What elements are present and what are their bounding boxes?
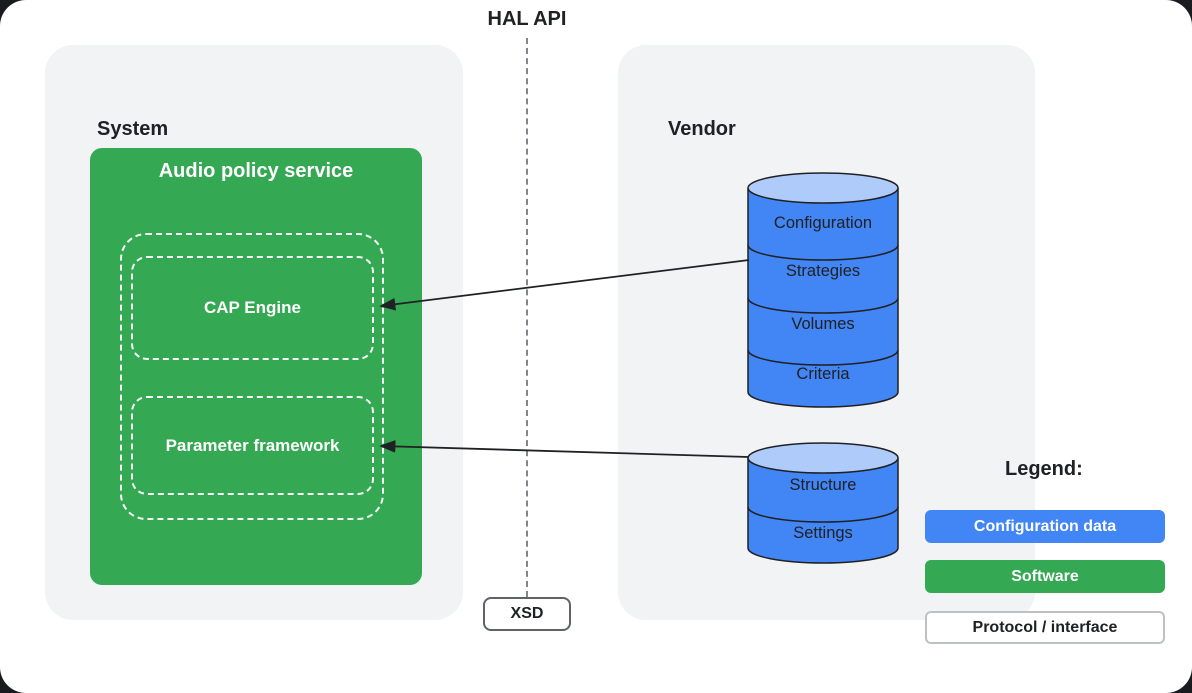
vendor-label: Vendor [668, 118, 736, 140]
audio-policy-service-label: Audio policy service [158, 160, 354, 182]
config-db-segment-label: Criteria [796, 365, 850, 383]
config-db-segment-label: Volumes [791, 315, 855, 333]
parameter-framework-box: Parameter framework [131, 396, 374, 495]
legend-item-label: Software [1011, 567, 1079, 585]
xsd-label: XSD [510, 605, 544, 622]
engines-group-outline [120, 233, 384, 520]
settings-db-segment-label: Settings [793, 524, 853, 542]
legend-item-protocol-interface: Protocol / interface [925, 611, 1165, 644]
hal-api-label: HAL API [487, 8, 567, 30]
system-label: System [97, 118, 169, 140]
audio-policy-service-box: Audio policy service CAP Engine Paramete… [90, 148, 422, 585]
legend-item-label: Protocol / interface [972, 618, 1118, 636]
legend-item-label: Configuration data [973, 517, 1117, 535]
settings-db-segment-label: Structure [789, 476, 857, 494]
legend-item-software: Software [925, 560, 1165, 593]
xsd-box: XSD [483, 597, 571, 631]
hal-api-dashed-line [526, 38, 528, 597]
legend-item-configuration-data: Configuration data [925, 510, 1165, 543]
config-db-segment-label: Configuration [773, 214, 873, 232]
cap-engine-label: CAP Engine [204, 298, 301, 317]
config-db-segment-label: Strategies [785, 262, 861, 280]
parameter-framework-label: Parameter framework [165, 435, 340, 455]
cap-engine-box: CAP Engine [131, 256, 374, 360]
legend-title: Legend: [1005, 458, 1083, 480]
